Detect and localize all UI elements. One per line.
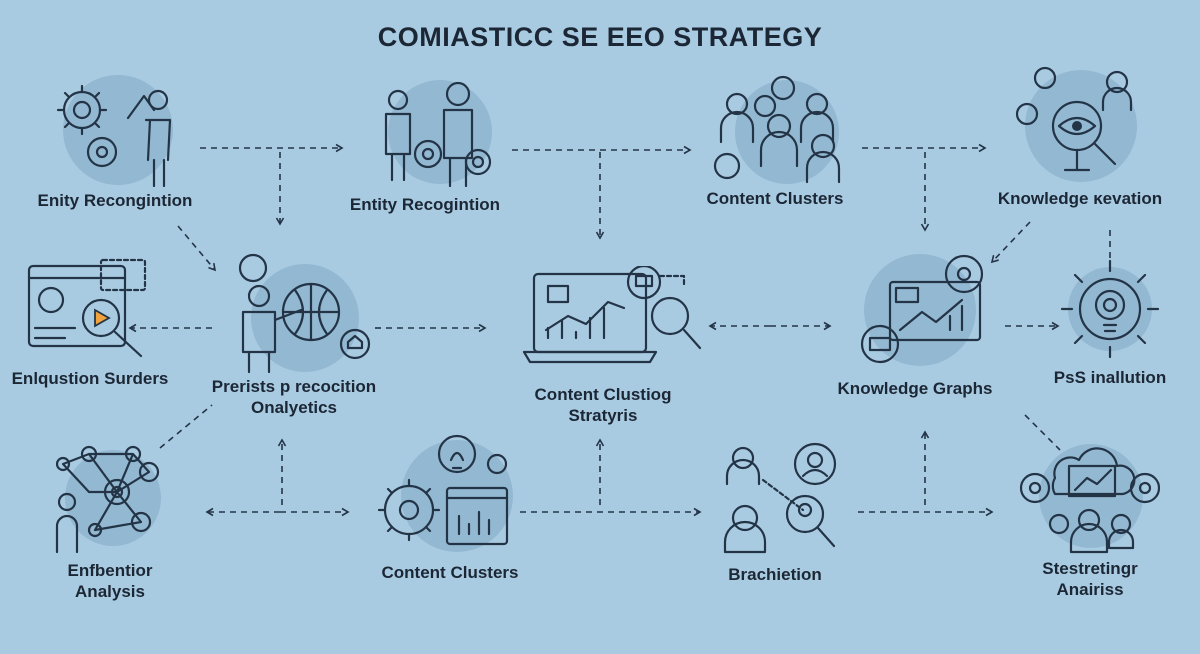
node-content-clustering-strategy: Content Clustiog Stratyris [478, 266, 728, 426]
node-entity-recognition-1: Enity Recongintion [20, 70, 210, 211]
gears-person-icon [56, 75, 173, 188]
node-label: Enity Recongintion [37, 191, 193, 210]
node-label: Anairiss [1056, 580, 1124, 599]
target-bulb-icon [1060, 259, 1160, 359]
dash-diag-3 [159, 404, 213, 449]
team-gears-icon [384, 80, 492, 188]
node-content-clusters-bottom: Content Clusters [350, 430, 550, 583]
eye-magnifier-icon [1015, 66, 1137, 182]
node-label: Prerists p recocition [211, 377, 377, 396]
laptop-chart-icon [522, 266, 702, 364]
monitor-graph-icon [860, 254, 984, 366]
person-search-icon [723, 442, 837, 554]
node-label: Onalyetics [251, 398, 337, 417]
globe-presenter-icon [238, 253, 371, 374]
node-label: Enfbentior [67, 561, 153, 580]
arrow-diag-1 [177, 225, 217, 272]
node-brachietion: Brachietion [700, 440, 850, 585]
node-label: Stratyris [568, 406, 638, 425]
node-label: PsS inallution [1053, 368, 1167, 387]
network-person-icon [55, 445, 161, 554]
node-stestretingr-anairiss: Stestretingr Anairiss [990, 438, 1190, 600]
node-label: Analysis [75, 582, 145, 601]
node-enfbentior-analysis: Enfbentior Analysis [35, 442, 185, 602]
cloud-team-icon [1019, 444, 1161, 554]
node-enlqustion-surders: Enlqustion Surders [5, 258, 175, 389]
node-label: Content Clusters [706, 189, 844, 208]
node-label: Knowledge Graphs [837, 379, 993, 398]
node-label: Enlqustion Surders [11, 369, 169, 388]
node-entity-recognition-2: Entity Recogintion [330, 74, 520, 215]
node-knowledge-graphs: Knowledge Graphs [820, 244, 1010, 399]
node-label: Brachietion [728, 565, 822, 584]
gear-bulb-chart-icon [377, 434, 513, 552]
diagram-title: COMIASTICC SE EEO STRATEGY [377, 22, 823, 52]
people-cluster-icon [713, 75, 841, 184]
node-label: Knowledge ĸevation [997, 189, 1163, 208]
dash-diag-4 [1024, 414, 1061, 451]
node-content-clusters-top: Content Clusters [680, 70, 870, 209]
arrow-diag-2 [990, 221, 1031, 264]
node-pss-installation: PsS inallution [1030, 255, 1190, 388]
node-label: Entity Recogintion [349, 195, 501, 214]
node-label: Content Clustiog [534, 385, 672, 404]
node-label: Stestretingr [1042, 559, 1138, 578]
node-predictive-analytics: Prerists p recocition Onalyetics [196, 248, 392, 418]
browser-video-icon [27, 258, 147, 358]
node-label: Content Clusters [381, 563, 519, 582]
node-knowledge-elevation: Knowledge ĸevation [975, 64, 1185, 209]
